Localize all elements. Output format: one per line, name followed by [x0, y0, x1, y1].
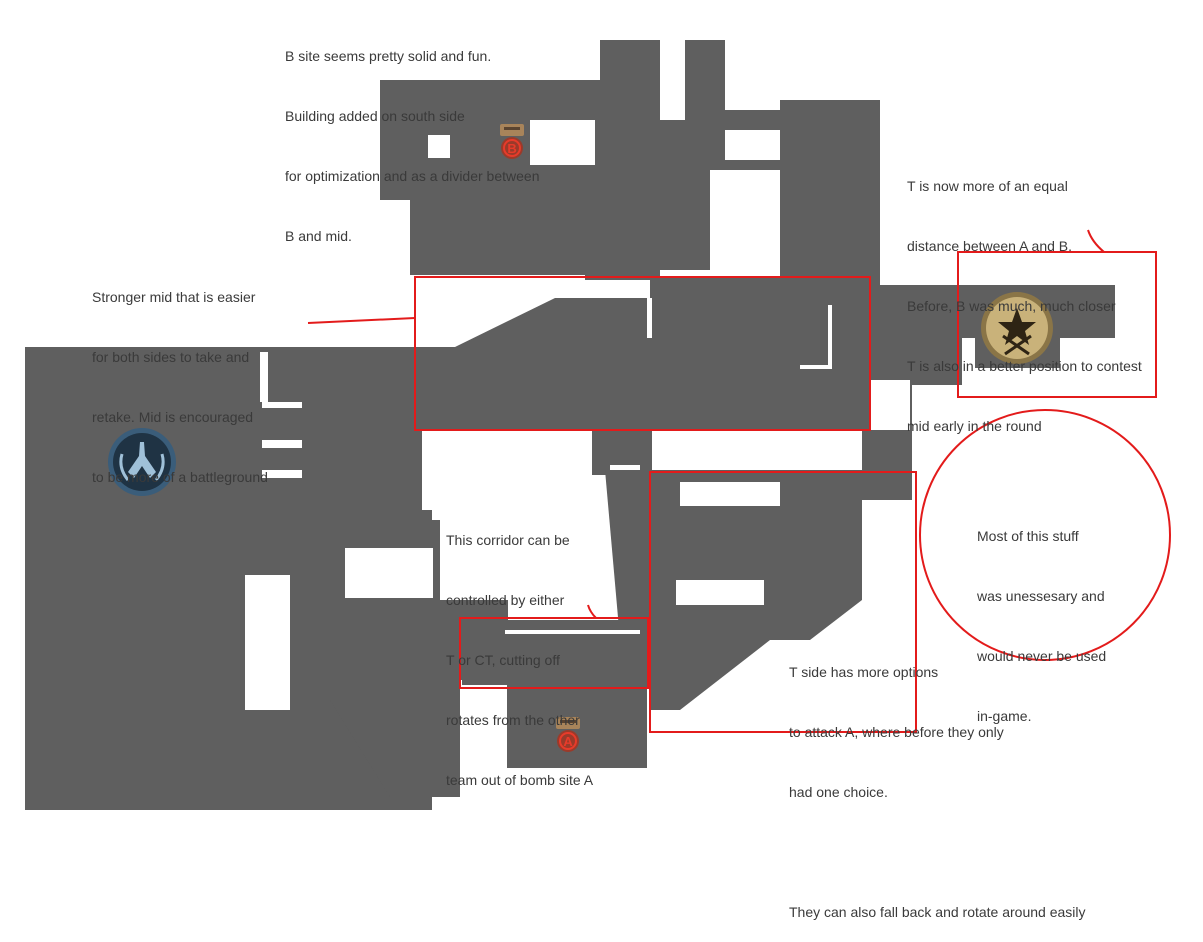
mid-east-step — [800, 365, 832, 369]
b-east-room — [780, 100, 880, 285]
b-north-strip — [600, 40, 660, 215]
t-spawn-highlight-box — [957, 251, 1157, 398]
annotation-corridor: This corridor can be controlled by eithe… — [446, 532, 594, 788]
t-spawn-leader-line — [1087, 229, 1105, 253]
wall-ct-d — [262, 402, 302, 408]
wall-ct-c — [262, 470, 302, 478]
annotation-mid: Stronger mid that is easier for both sid… — [92, 289, 268, 485]
t-spawn-icon — [981, 292, 1053, 364]
map-floor — [25, 40, 1115, 810]
map-walls — [245, 120, 910, 710]
ct-spawn-icon — [108, 428, 176, 496]
bombsite-b-icon: B — [500, 124, 524, 159]
annotation-t-spawn: T is now more of an equal distance betwe… — [907, 178, 1142, 434]
wall-ct-a — [260, 352, 268, 402]
a-lower-gap — [676, 580, 764, 605]
b-room-gap — [530, 120, 595, 165]
b-south-building — [410, 195, 585, 275]
corridor-gap — [505, 630, 640, 634]
b-far-strip — [685, 40, 725, 140]
ct-connector — [262, 347, 422, 510]
highlight-boxes — [414, 251, 1171, 733]
annotation-unnecessary: Most of this stuff was unessesary and wo… — [977, 528, 1107, 724]
a-approach-highlight-box — [649, 471, 917, 733]
mid-east-divider — [828, 305, 832, 365]
mid-wedge — [415, 298, 650, 430]
b-pillar-gap — [428, 135, 450, 158]
corridor-leader-line — [587, 604, 597, 619]
wall-ct-b — [262, 440, 302, 448]
ct-spawn-area — [25, 347, 263, 810]
b-connector-gap — [725, 130, 780, 160]
mid-highlight-box — [414, 276, 871, 431]
map-canvas: B A — [25, 40, 1171, 810]
unnecessary-highlight-circle — [919, 409, 1171, 661]
corridor-top-gap — [610, 465, 640, 470]
wall-lower-left — [345, 548, 433, 598]
bombsite-a-label: A — [563, 734, 573, 749]
mid-divider-gap — [647, 298, 652, 338]
leader-lines — [307, 229, 1105, 619]
wall-sw-gap — [245, 575, 290, 710]
a-approach-gap — [680, 482, 780, 506]
annotation-b-site: B site seems pretty solid and fun. Build… — [285, 48, 540, 244]
corridor-highlight-box — [459, 617, 649, 689]
annotation-t-side: T side has more options to attack A, whe… — [789, 664, 1086, 920]
bombsite-b-label: B — [507, 141, 516, 156]
bombsite-a-icon: A — [556, 717, 580, 752]
b-east-link — [660, 120, 710, 270]
mid-east-void — [870, 380, 910, 430]
mid-leader-line — [307, 317, 416, 324]
